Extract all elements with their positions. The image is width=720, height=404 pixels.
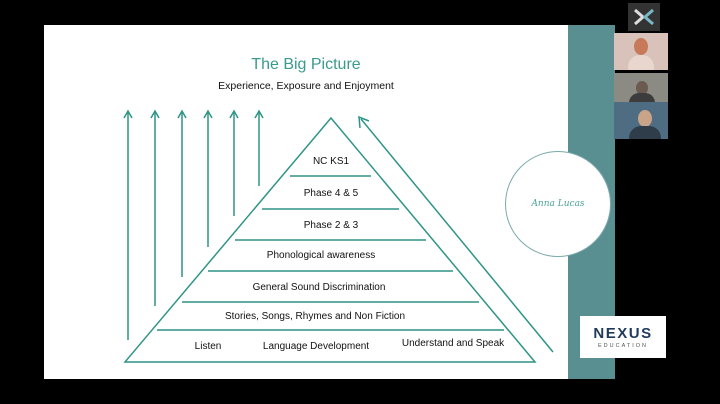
nexus-logo: NEXUS EDUCATION	[580, 316, 666, 358]
up-arrow-icon	[204, 111, 212, 247]
video-tile-3[interactable]	[614, 102, 668, 139]
up-arrow-icon	[124, 111, 132, 340]
participant-body	[628, 55, 654, 70]
base-label-listen: Listen	[195, 341, 222, 352]
layer-label-phonological: Phonological awareness	[267, 250, 375, 261]
layer-label-general-sound: General Sound Discrimination	[253, 282, 386, 293]
participant-head	[638, 110, 652, 127]
up-arrow-icon	[151, 111, 159, 306]
up-arrow-icon	[255, 111, 263, 186]
layer-label-nc-ks1: NC KS1	[313, 156, 349, 167]
layer-label-phase-4-5: Phase 4 & 5	[304, 188, 358, 199]
participant-head	[634, 38, 648, 55]
layer-label-phase-2-3: Phase 2 & 3	[304, 220, 358, 231]
signature-text: Anna Lucas	[531, 199, 584, 209]
participant-body	[629, 126, 661, 139]
x-logo-icon[interactable]	[628, 3, 660, 31]
base-label-understand: Understand and Speak	[402, 338, 504, 349]
layer-label-stories: Stories, Songs, Rhymes and Non Fiction	[225, 311, 405, 322]
nexus-subtitle: EDUCATION	[598, 343, 648, 349]
up-arrow-icon	[230, 111, 238, 216]
signature-circle: Anna Lucas	[505, 151, 611, 257]
up-arrow-icon	[178, 111, 186, 277]
video-tile-1[interactable]	[614, 33, 668, 70]
nexus-wordmark: NEXUS	[593, 325, 652, 342]
base-label-language: Language Development	[263, 341, 369, 352]
